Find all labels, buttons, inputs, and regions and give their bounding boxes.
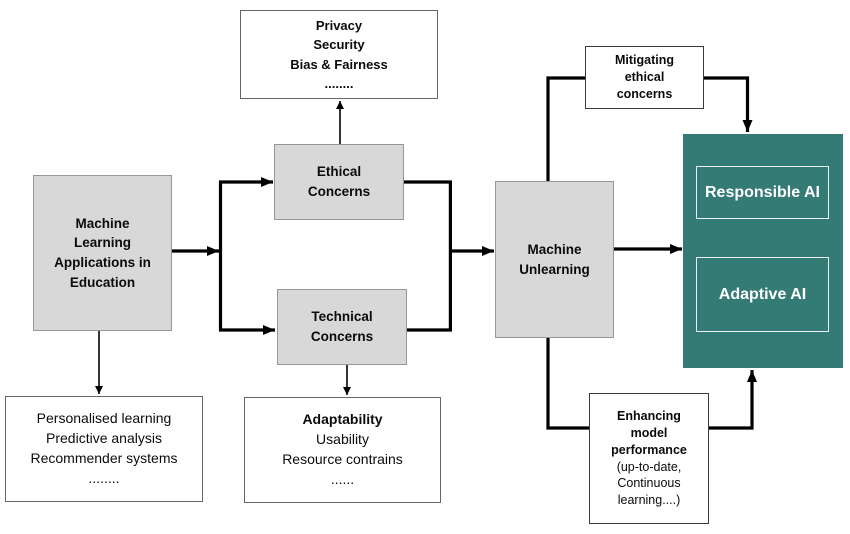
outcome-adaptive-ai: Adaptive AI [696,257,829,332]
note-technical-examples-title: Adaptability [302,411,383,428]
arrow-enhancing-to-outcomes [709,370,757,430]
note-mitigating-ethical-concerns: Mitigating ethical concerns [585,46,704,109]
outcome-responsible-ai: Responsible AI [696,166,829,219]
node-technical-concerns: Technical Concerns [277,289,407,365]
node-machine-unlearning: Machine Unlearning [495,181,614,338]
line-unlearning-to-mitigating [546,76,585,181]
note-enhancing-body: (up-to-date, Continuous learning....) [616,459,682,508]
arrow-mitigating-to-outcomes [704,76,753,132]
node-ml-applications: Machine Learning Applications in Educati… [33,175,172,331]
note-enhancing-model-performance: Enhancing model performance (up-to-date,… [589,393,709,524]
merge-bracket-line [404,180,452,332]
outcomes-panel: Responsible AI Adaptive AI [683,134,843,368]
note-technical-examples: Adaptability Usability Resource contrain… [244,397,441,503]
note-application-examples: Personalised learning Predictive analysi… [5,396,203,502]
note-mitigating-label: Mitigating ethical concerns [614,53,674,101]
line-unlearning-to-enhancing [546,338,589,430]
note-ethical-examples: Privacy Security Bias & Fairness .......… [240,10,438,99]
node-ethical-concerns: Ethical Concerns [274,144,404,220]
note-enhancing-title: Enhancing model performance [611,408,687,457]
note-technical-examples-body: Usability Resource contrains ...... [282,431,403,487]
